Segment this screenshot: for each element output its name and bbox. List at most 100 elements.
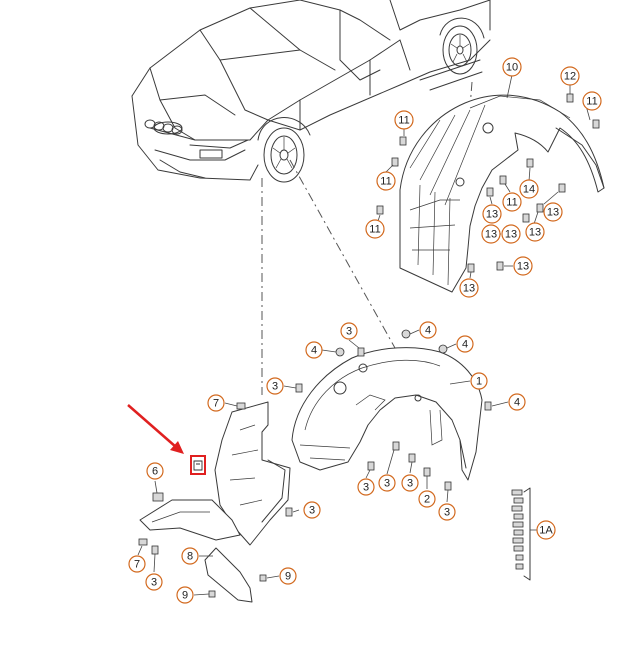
callout-circle [560,66,580,86]
callout-6: 6 [146,462,164,480]
callout-circle [146,462,164,480]
callout-label: 4 [462,339,468,351]
callout-label: 9 [182,590,188,602]
callout-label: 1A [539,525,553,537]
callout-circle [176,586,194,604]
callout-circle [508,393,526,411]
clip-7b [138,538,148,546]
callout-3: 3 [340,322,358,340]
nut-4c [438,344,448,354]
callout-label: 12 [564,71,576,83]
highlighted-clip-icon [193,460,203,471]
callout-label: 1 [476,376,482,388]
callout-label: 3 [346,326,352,338]
screw-13a [486,187,494,197]
callout-circle [340,322,358,340]
screw-13c [558,183,566,193]
callout-circle [519,179,539,199]
callout-circle [207,394,225,412]
callout-11: 11 [394,110,414,130]
callout-label: 13 [505,229,517,241]
callout-circle [378,474,396,492]
front-wheel-liner [291,347,483,481]
screw-9b [208,590,216,598]
callout-label: 3 [363,482,369,494]
red-arrow-head [170,441,184,454]
screw-3f [444,481,452,491]
callout-12: 12 [560,66,580,86]
callout-circle [357,478,375,496]
callout-label: 4 [425,325,431,337]
callout-11: 11 [582,91,602,111]
callout-label: 8 [187,551,193,563]
callout-11: 11 [502,192,522,212]
screw-3a [357,347,365,357]
callout-circle [438,503,456,521]
callout-circle [401,474,419,492]
nut-4b [335,347,345,357]
callout-label: 3 [384,478,390,490]
highlight-arrow [127,404,206,475]
screw-3b [295,383,303,393]
callout-3: 3 [401,474,419,492]
clip-12 [566,93,574,103]
callout-label: 14 [523,184,535,196]
callout-label: 11 [586,96,597,108]
callout-label: 9 [285,571,291,583]
callout-label: 11 [398,115,409,127]
callout-9: 9 [176,586,194,604]
screw-3h [151,545,159,555]
callout-4: 4 [508,393,526,411]
callout-label: 13 [529,227,541,239]
callout-2: 2 [418,490,436,508]
callout-circle [305,341,323,359]
callout-circle [419,321,437,339]
callout-circle [418,490,436,508]
callout-circle [145,573,163,591]
clip-6 [152,492,164,502]
callout-circle [456,335,474,353]
callout-3: 3 [303,501,321,519]
screw-11e [499,175,507,185]
callout-circle [470,372,488,390]
callout-7: 7 [207,394,225,412]
clip-7a [236,402,246,410]
callout-13: 13 [525,222,545,242]
callout-label: 3 [151,577,157,589]
callout-11: 11 [376,171,396,191]
screw-13f [467,263,475,273]
callout-13: 13 [513,256,533,276]
screw-3g [285,507,293,517]
screw-3e [408,453,416,463]
callout-label: 3 [272,381,278,393]
rear-wheel-liner [399,94,605,293]
screw-13b [536,203,544,213]
callout-circle [128,555,146,573]
callout-circle [181,547,199,565]
callout-label: 13 [517,261,529,273]
callout-3: 3 [438,503,456,521]
screw-13e [496,261,504,271]
callout-7: 7 [128,555,146,573]
callout-label: 3 [309,505,315,517]
callout-3: 3 [357,478,375,496]
nut-4d [484,401,492,411]
callout-circle [482,204,502,224]
callout-label: 7 [134,559,140,571]
screw-13g [522,213,530,223]
screw-11a [399,136,407,146]
callout-label: 7 [213,398,219,410]
callout-8: 8 [181,547,199,565]
callout-circle [525,222,545,242]
callout-circle [582,91,602,111]
callout-3: 3 [378,474,396,492]
callout-circle [513,256,533,276]
callout-circle [543,202,563,222]
red-arrow-line [127,404,177,448]
callout-label: 11 [506,197,517,209]
screw-2 [423,467,431,477]
callout-label: 10 [506,62,518,74]
callout-label: 13 [485,229,497,241]
